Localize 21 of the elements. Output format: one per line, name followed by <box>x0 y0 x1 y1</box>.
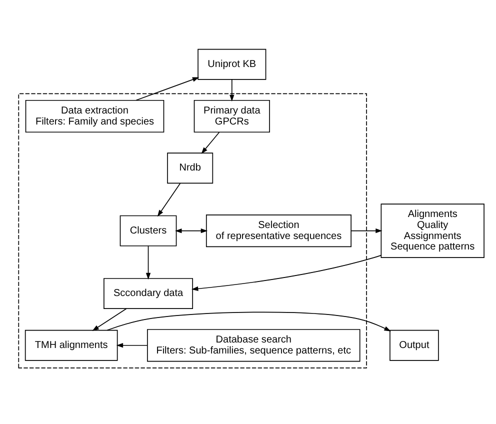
arrow <box>116 343 148 348</box>
arrow <box>201 132 220 154</box>
node-box: Primary data GPCRs <box>194 100 270 133</box>
arrow <box>175 228 208 234</box>
arrow <box>230 79 234 102</box>
node-box: Selection of representative sequences <box>206 214 352 248</box>
node-box: Data extraction Filters: Family and species <box>25 100 164 133</box>
arrow <box>157 182 181 217</box>
arrow <box>92 308 127 331</box>
arrow <box>146 246 151 280</box>
node-box: Nrdb <box>167 152 214 184</box>
node-box: Clusters <box>120 215 177 246</box>
node-box: Database search Filters: Sub-families, sequence patterns, etc <box>147 329 360 362</box>
node-box: Sccondary data <box>104 278 194 309</box>
arrow <box>350 228 382 234</box>
arrow <box>106 312 391 332</box>
node-box: Output <box>390 330 439 361</box>
node-box: Alignments Quality Assignments Sequence patterns <box>380 204 484 258</box>
node-box: TMH alignments <box>24 330 118 361</box>
arrow <box>191 254 382 292</box>
node-box: Uniprot KB <box>198 48 266 80</box>
